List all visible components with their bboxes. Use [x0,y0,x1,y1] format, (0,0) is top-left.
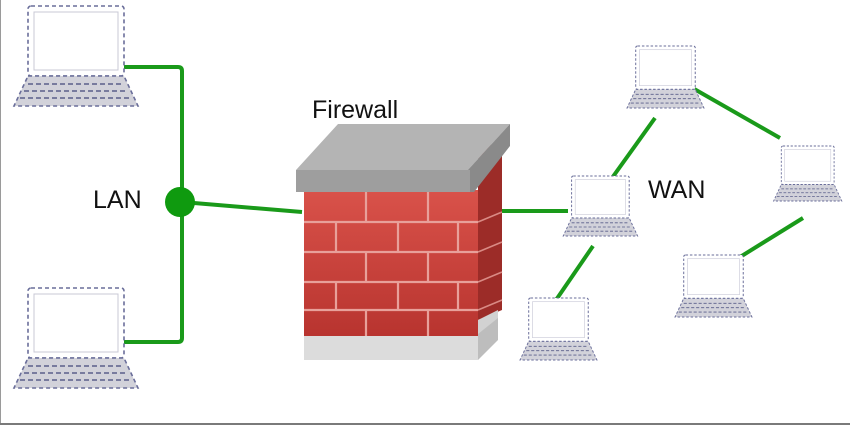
wan-link-c [554,244,595,302]
wan-link-a [610,116,657,180]
laptop-icon [562,175,639,237]
laptop-icon [773,145,843,202]
laptop-icon [519,297,598,361]
frame-bottom-border [0,423,850,425]
laptop-icon [13,5,139,107]
wan-link-d [730,216,805,264]
firewall-brick-wall-icon [296,124,510,360]
laptop-icon [674,254,753,318]
frame-left-border [0,0,1,425]
wan-label: WAN [648,176,706,204]
firewall-label: Firewall [312,96,399,124]
lan-to-firewall-link [181,200,303,214]
hub-node-icon [165,187,195,217]
laptop-icon [13,287,139,389]
laptop-icon [626,45,705,109]
wan-link-b [681,80,781,140]
lan-label: LAN [93,186,142,214]
